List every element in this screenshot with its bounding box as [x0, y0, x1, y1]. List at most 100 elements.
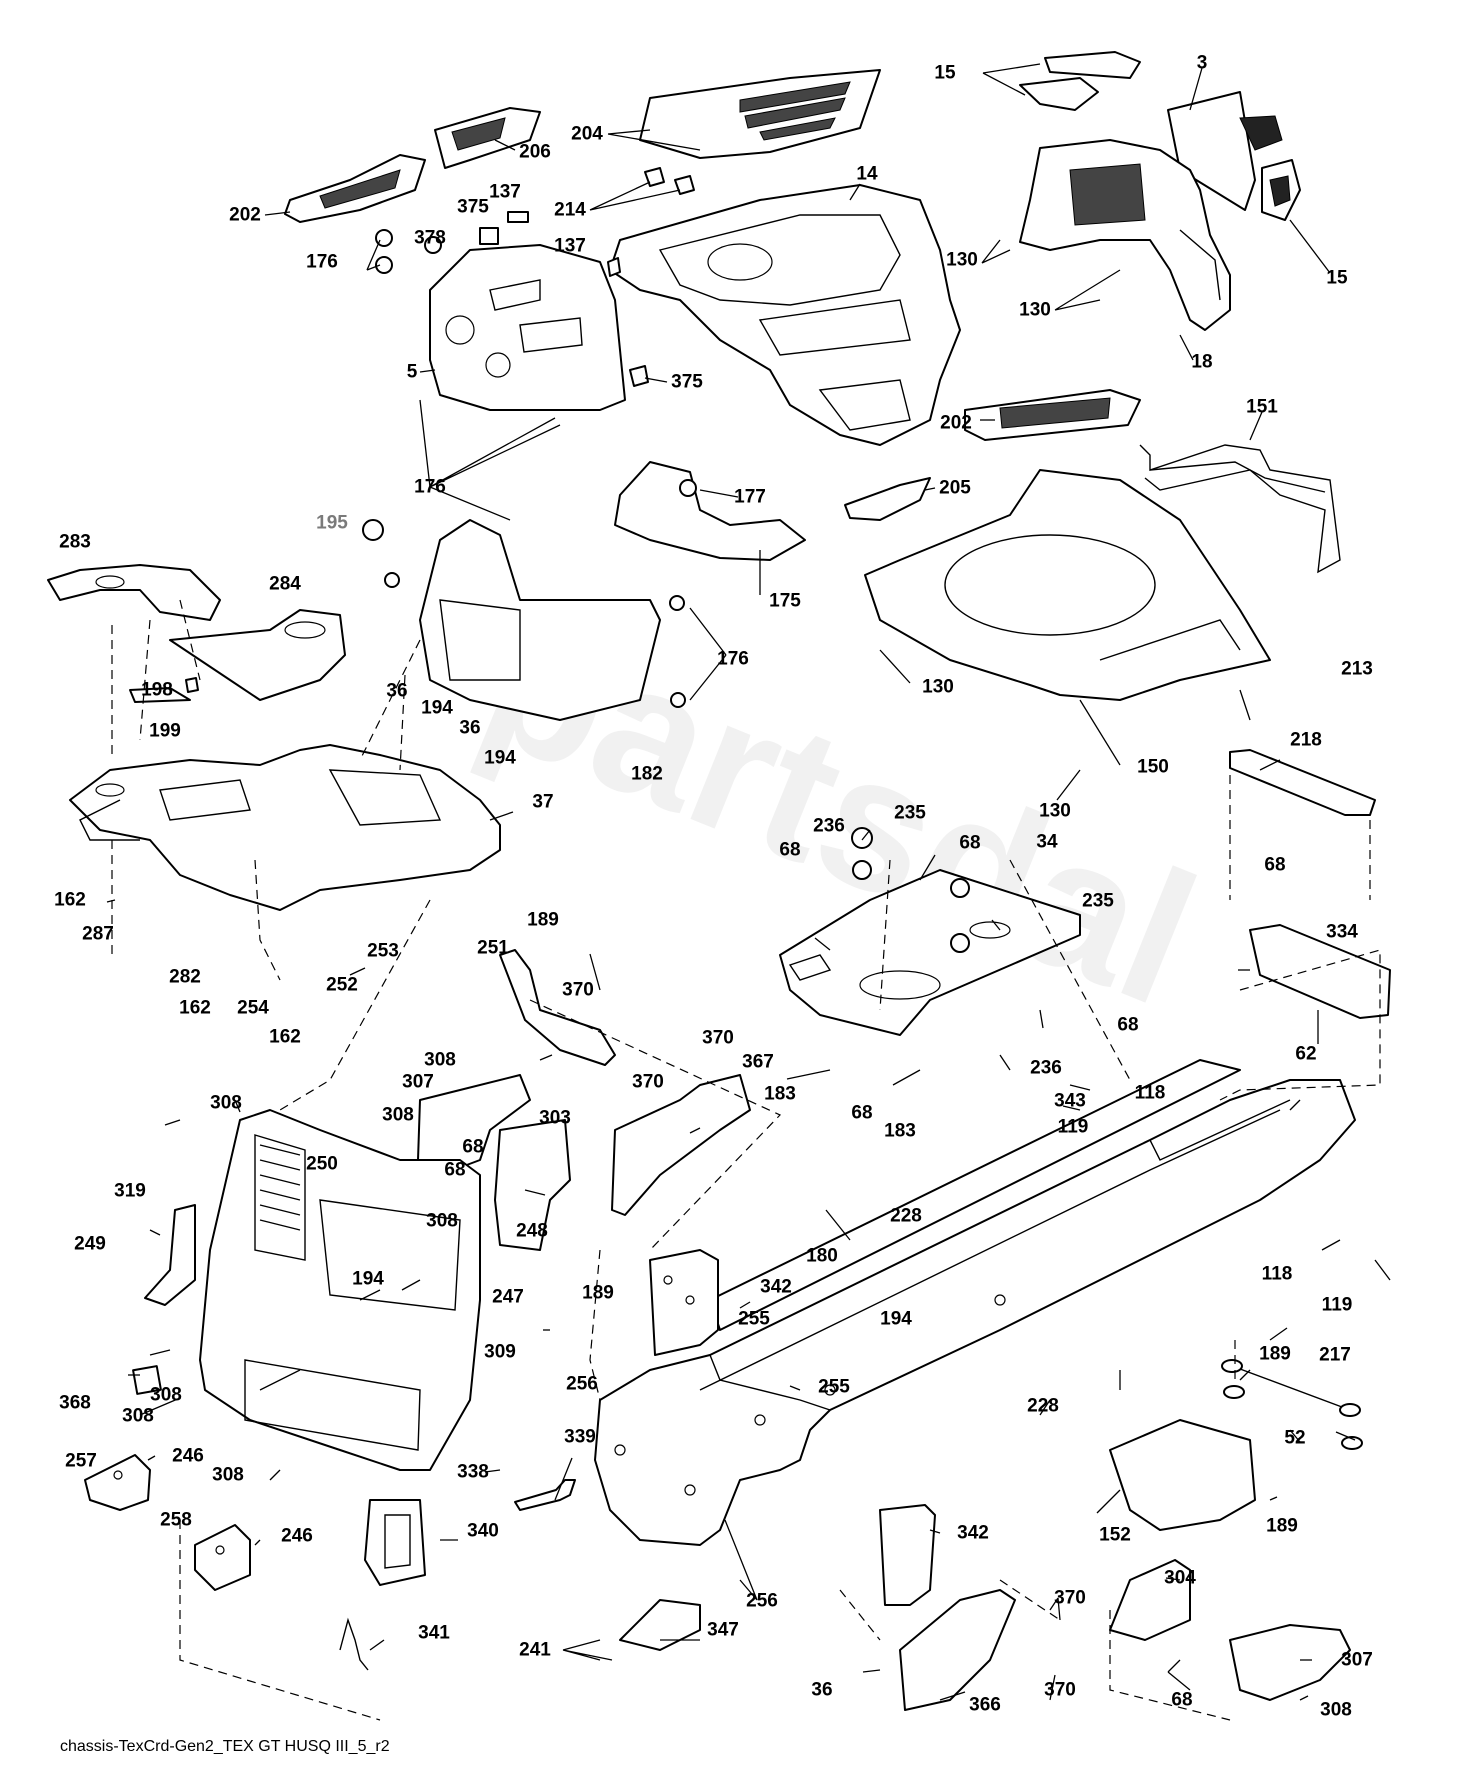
- callout-308: 308: [424, 1049, 456, 1071]
- callout-378: 378: [414, 227, 446, 249]
- part-202-left-grille: [284, 154, 426, 223]
- callout-194: 194: [352, 1268, 384, 1290]
- callout-68: 68: [779, 839, 801, 861]
- callout-183: 183: [884, 1120, 916, 1142]
- callout-338: 338: [457, 1461, 489, 1483]
- callout-228: 228: [1027, 1395, 1059, 1417]
- callout-253: 253: [367, 940, 399, 962]
- callout-137: 137: [554, 235, 586, 257]
- callout-236: 236: [1030, 1057, 1062, 1079]
- part-347-bracket: [619, 1599, 701, 1651]
- callout-347: 347: [707, 1619, 739, 1641]
- callout-194: 194: [484, 747, 516, 769]
- part-319-handle: [132, 1204, 196, 1395]
- callout-375: 375: [457, 196, 489, 218]
- callout-189: 189: [582, 1282, 614, 1304]
- part-204-hood-top: [639, 69, 881, 159]
- assembly-guides: [111, 599, 1381, 1721]
- callout-375: 375: [671, 371, 703, 393]
- callout-194: 194: [421, 697, 453, 719]
- leader-lines: [106, 63, 1391, 1701]
- callout-283: 283: [59, 531, 91, 553]
- callout-68: 68: [1117, 1014, 1139, 1036]
- callout-199: 199: [149, 720, 181, 742]
- callout-68: 68: [959, 832, 981, 854]
- callout-341: 341: [418, 1622, 450, 1644]
- part-5-dash-panel: [429, 244, 626, 411]
- part-202-front-grille: [964, 389, 1141, 441]
- callout-175: 175: [769, 590, 801, 612]
- callout-370: 370: [562, 979, 594, 1001]
- callout-18: 18: [1191, 351, 1213, 373]
- part-175-bracket: [614, 461, 806, 561]
- callout-287: 287: [82, 923, 114, 945]
- part-37-fender: [69, 677, 501, 911]
- callout-180: 180: [806, 1245, 838, 1267]
- callout-14: 14: [856, 163, 878, 185]
- part-3-bracket: [1167, 91, 1283, 211]
- part-18-dash-housing: [1019, 139, 1231, 331]
- callout-304: 304: [1164, 1567, 1196, 1589]
- part-195-plug: [362, 519, 384, 541]
- callout-218: 218: [1290, 729, 1322, 751]
- part-206-grille: [434, 107, 541, 169]
- part-180-frame: [594, 1059, 1356, 1546]
- callout-162: 162: [54, 889, 86, 911]
- callout-36: 36: [811, 1679, 833, 1701]
- callout-176: 176: [414, 476, 446, 498]
- part-341-spring: [339, 1617, 369, 1671]
- diagram-caption: chassis-TexCrd-Gen2_TEX GT HUSQ III_5_r2: [60, 1738, 390, 1755]
- callout-5: 5: [406, 361, 418, 383]
- callout-256: 256: [746, 1590, 778, 1612]
- callout-182: 182: [631, 763, 663, 785]
- callout-308: 308: [122, 1405, 154, 1427]
- callout-258: 258: [160, 1509, 192, 1531]
- callout-176: 176: [306, 251, 338, 273]
- callout-308: 308: [212, 1464, 244, 1486]
- callout-130: 130: [946, 249, 978, 271]
- callout-256: 256: [566, 1373, 598, 1395]
- callout-177: 177: [734, 486, 766, 508]
- callout-251: 251: [477, 937, 509, 959]
- part-152-shield: [1109, 1419, 1256, 1531]
- part-342-upper: [649, 1249, 719, 1356]
- callout-308: 308: [426, 1210, 458, 1232]
- part-218-bracket: [1229, 749, 1376, 816]
- callout-241: 241: [519, 1639, 551, 1661]
- callout-246: 246: [281, 1525, 313, 1547]
- callout-176: 176: [717, 648, 749, 670]
- callout-151: 151: [1246, 396, 1278, 418]
- callout-248: 248: [516, 1220, 548, 1242]
- part-339-arm: [514, 1479, 576, 1511]
- callout-52: 52: [1284, 1427, 1306, 1449]
- callout-250: 250: [306, 1153, 338, 1175]
- callout-3: 3: [1196, 52, 1208, 74]
- callout-284: 284: [269, 573, 301, 595]
- callout-255: 255: [738, 1308, 770, 1330]
- callout-254: 254: [237, 997, 269, 1019]
- part-258-latch: [194, 1524, 251, 1591]
- callout-119: 119: [1057, 1116, 1089, 1138]
- part-340-plate: [364, 1499, 426, 1586]
- part-151-bracket: [1139, 444, 1341, 574]
- part-205-piece: [844, 477, 931, 521]
- callout-249: 249: [74, 1233, 106, 1255]
- callout-257: 257: [65, 1450, 97, 1472]
- callout-246: 246: [172, 1445, 204, 1467]
- callout-370: 370: [632, 1071, 664, 1093]
- callout-37: 37: [532, 791, 554, 813]
- callout-308: 308: [382, 1104, 414, 1126]
- callout-307: 307: [1341, 1649, 1373, 1671]
- callout-367: 367: [742, 1051, 774, 1073]
- part-150-shroud: [864, 469, 1271, 701]
- callout-162: 162: [269, 1026, 301, 1048]
- callout-202: 202: [229, 204, 261, 226]
- callout-343: 343: [1054, 1090, 1086, 1112]
- callout-204: 204: [571, 123, 603, 145]
- callout-130: 130: [1019, 299, 1051, 321]
- callout-307: 307: [402, 1071, 434, 1093]
- callout-235: 235: [1082, 890, 1114, 912]
- callout-308: 308: [150, 1384, 182, 1406]
